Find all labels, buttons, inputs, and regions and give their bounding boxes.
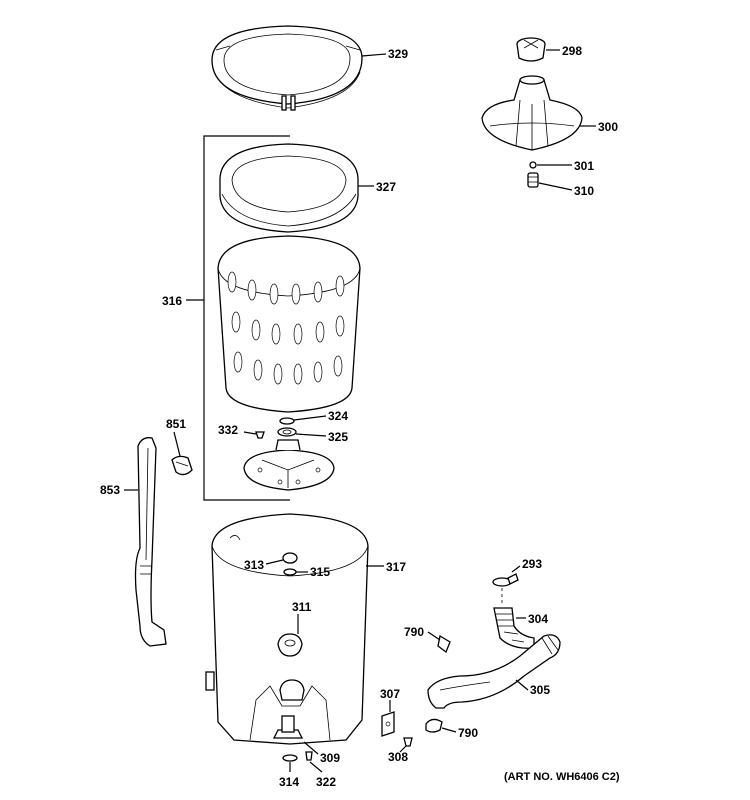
agitator-cap-part xyxy=(516,37,546,62)
label-790-lower: 790 xyxy=(458,726,478,740)
label-311: 311 xyxy=(292,600,312,614)
label-298: 298 xyxy=(562,44,582,58)
clip-790-upper-part xyxy=(437,634,451,654)
label-324: 324 xyxy=(328,409,348,423)
knob-851-part xyxy=(171,455,193,476)
oring-314-part xyxy=(282,754,298,762)
label-853: 853 xyxy=(100,483,120,497)
hose-304-part xyxy=(493,607,535,649)
clip-790-lower-part xyxy=(425,718,443,733)
label-317: 317 xyxy=(386,560,406,574)
label-851: 851 xyxy=(166,417,186,431)
label-316: 316 xyxy=(162,294,182,308)
washer-324-part xyxy=(279,417,295,425)
clip-part xyxy=(529,161,537,169)
seal-325-part xyxy=(277,427,297,437)
basket-hub-part xyxy=(243,439,335,491)
label-301: 301 xyxy=(574,159,594,173)
label-300: 300 xyxy=(598,120,618,134)
label-325: 325 xyxy=(328,430,348,444)
washer-315-part xyxy=(283,568,297,576)
bracket-307-part xyxy=(381,711,395,737)
screw-332-part xyxy=(255,431,265,439)
hose-853-part xyxy=(134,437,167,647)
label-329: 329 xyxy=(388,47,408,61)
bearing-housing-part xyxy=(279,679,305,701)
drain-fitting-309-part xyxy=(272,715,304,739)
label-314: 314 xyxy=(279,775,299,789)
agitator-part xyxy=(481,75,583,151)
clamp-293-part xyxy=(492,573,519,587)
art-number: (ART NO. WH6406 C2) xyxy=(504,771,620,783)
label-308: 308 xyxy=(388,750,408,764)
spline-insert-part xyxy=(527,172,539,188)
screw-322-part xyxy=(305,751,313,761)
label-307: 307 xyxy=(380,687,400,701)
seal-311-part xyxy=(277,633,303,657)
label-313: 313 xyxy=(244,558,264,572)
tub-cover-part xyxy=(211,25,363,111)
outer-tub-part xyxy=(205,513,369,745)
balance-ring-part xyxy=(219,143,359,233)
label-322: 322 xyxy=(316,775,336,789)
label-315: 315 xyxy=(310,565,330,579)
screw-308-part xyxy=(403,737,413,747)
label-310: 310 xyxy=(574,184,594,198)
nut-313-part xyxy=(282,552,298,564)
label-304: 304 xyxy=(528,612,548,626)
label-293: 293 xyxy=(522,557,542,571)
label-309: 309 xyxy=(320,751,340,765)
label-332: 332 xyxy=(218,423,238,437)
drain-hose-305-part xyxy=(427,634,561,709)
label-790-upper: 790 xyxy=(404,625,424,639)
label-327: 327 xyxy=(376,180,396,194)
wash-basket-part xyxy=(217,235,361,413)
label-305: 305 xyxy=(530,683,550,697)
